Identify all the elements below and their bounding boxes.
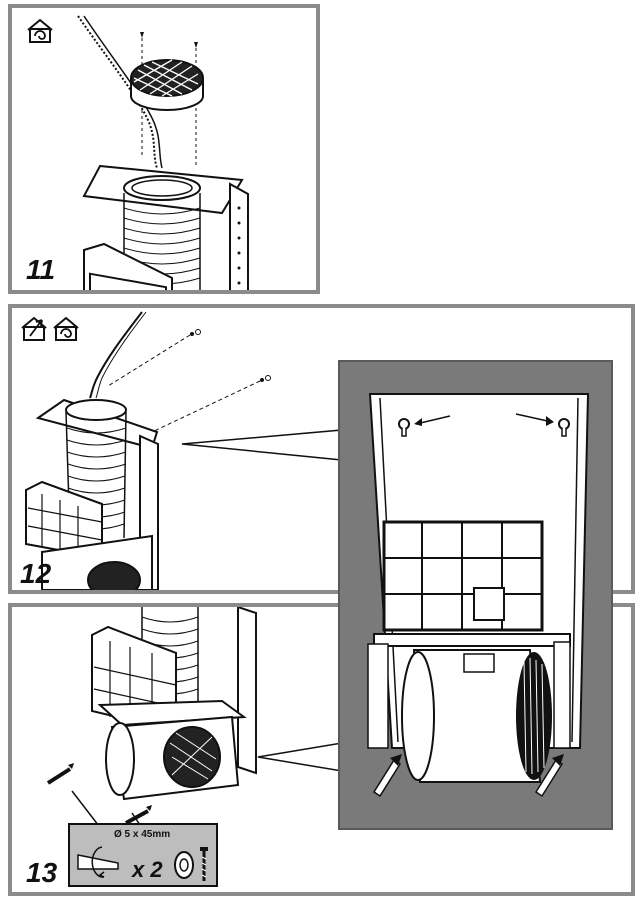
screw-quantity-label: x 2 [132, 857, 163, 882]
arrow-right [515, 413, 554, 426]
screw-spec-box: Ø 5 x 45mm x 2 [68, 823, 218, 887]
recirculation-house-icon [27, 18, 53, 43]
step-12-illustration [25, 311, 343, 590]
keyhole-right [558, 418, 570, 437]
carbon-filter [382, 520, 544, 632]
recirculation-house-icon [53, 316, 79, 341]
washer-and-screw-icon [174, 847, 208, 881]
keyhole-left [398, 418, 410, 437]
screw-size-label: Ø 5 x 45mm [114, 829, 171, 840]
step-number: 11 [26, 254, 56, 285]
fixing-screw-right [125, 805, 152, 825]
step-11-panel: 11 [8, 4, 320, 294]
carbon-filter [25, 480, 103, 560]
motor-unit [105, 715, 240, 801]
detail-illustration [367, 393, 590, 798]
arrow-left [414, 415, 451, 426]
flexible-duct [65, 399, 127, 539]
motor-unit [41, 534, 153, 590]
step-number: 13 [26, 857, 58, 888]
step-11-illustration [77, 15, 249, 290]
detail-view [338, 360, 613, 830]
screwdriver-icon [77, 846, 119, 878]
screw-lower [151, 375, 271, 433]
motor-unit [401, 649, 552, 783]
fixing-screw-left [46, 763, 74, 785]
screw-arrow-left [372, 754, 402, 798]
step-13-panel: Ø 5 x 45mm x 2 13 [8, 603, 635, 896]
step-number: 12 [20, 558, 52, 589]
ducted-house-icon [21, 316, 47, 341]
carbon-filter [83, 242, 173, 290]
outlet-grille [130, 59, 204, 111]
screw-arrow-right [534, 754, 564, 798]
screw-upper [107, 329, 201, 387]
